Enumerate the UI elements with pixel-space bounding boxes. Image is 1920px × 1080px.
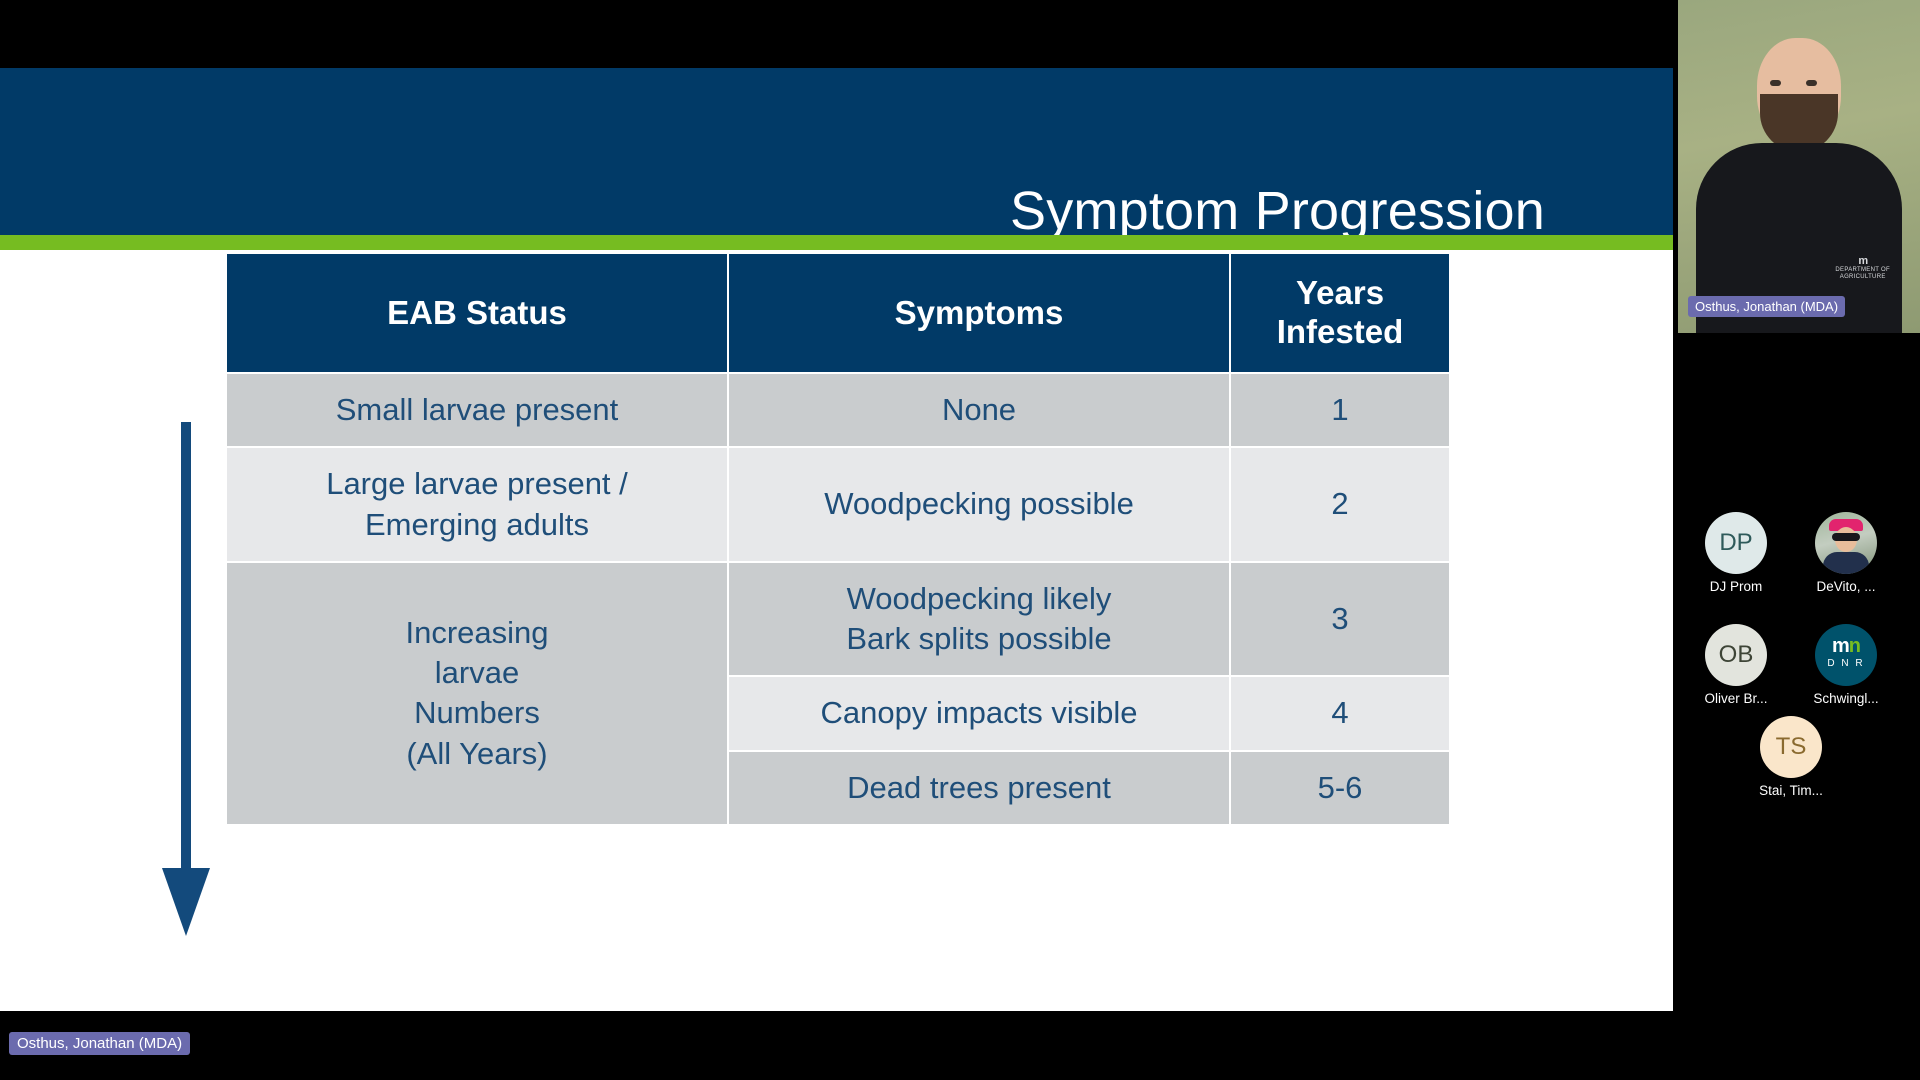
avatar: DP	[1705, 512, 1767, 574]
avatar-sunglasses-icon	[1832, 533, 1860, 541]
avatar: TS	[1760, 716, 1822, 778]
symptoms-3-line1: Woodpecking likely	[846, 580, 1112, 616]
cell-years-2: 2	[1231, 448, 1449, 561]
cell-years-3: 3	[1231, 562, 1449, 676]
grouped-status-line3: Numbers	[414, 695, 540, 731]
symptoms-3-line2: Bark splits possible	[846, 621, 1112, 657]
cell-years-4: 4	[1231, 677, 1449, 750]
active-speaker-label: Osthus, Jonathan (MDA)	[9, 1032, 191, 1055]
mda-logo-line2: AGRICULTURE	[1839, 274, 1886, 281]
mn-dnr-logo-icon: mn	[1831, 635, 1861, 657]
mda-logo-line1: DEPARTMENT OF	[1835, 267, 1890, 274]
cell-symptoms-3: Woodpecking likely Bark splits possible	[729, 562, 1229, 676]
column-header-eab-status: EAB Status	[227, 254, 727, 372]
participant-name: Schwingl...	[1813, 691, 1879, 706]
avatar: OB	[1705, 624, 1767, 686]
column-header-symptoms: Symptoms	[729, 254, 1229, 372]
cell-status-1: Small larvae present	[227, 374, 727, 447]
participant-tile-devito[interactable]: DeVito, ...	[1798, 512, 1894, 594]
cell-symptoms-1: None	[729, 374, 1229, 447]
cell-symptoms-2: Woodpecking possible	[729, 448, 1229, 561]
presenter-video-tile[interactable]: m DEPARTMENT OF AGRICULTURE Osthus, Jona…	[1678, 0, 1920, 333]
participant-tile-dj-prom[interactable]: DP DJ Prom	[1688, 512, 1784, 594]
table-row: Dead trees present 5-6	[227, 751, 1449, 825]
participant-name: Oliver Br...	[1704, 691, 1768, 706]
slide-title-banner: Symptom Progression	[0, 68, 1673, 241]
cell-status-2: Large larvae present / Emerging adults	[227, 448, 727, 561]
table-header-row: EAB Status Symptoms Years Infested	[227, 254, 1449, 372]
participant-tile-schwingl[interactable]: mn D N R Schwingl...	[1798, 624, 1894, 706]
participant-tile-oliver-br[interactable]: OB Oliver Br...	[1688, 624, 1784, 706]
grouped-status-line4: (All Years)	[406, 735, 548, 771]
cell-years-1: 1	[1231, 374, 1449, 447]
column-header-years-infested: Years Infested	[1231, 254, 1449, 372]
slide-letterbox-top	[0, 0, 1673, 68]
cell-symptoms-5: Dead trees present	[729, 751, 1229, 825]
participant-name: DJ Prom	[1709, 579, 1763, 594]
years-infested-line1: Years	[1295, 274, 1385, 312]
increasing-infestation-arrow-icon	[162, 422, 210, 936]
dnr-logo-text: D N R	[1827, 658, 1865, 669]
slide-title: Symptom Progression	[1010, 181, 1545, 241]
symptom-progression-table: EAB Status Symptoms Years Infested Small…	[225, 252, 1451, 826]
cell-symptoms-4: Canopy impacts visible	[729, 677, 1229, 750]
mda-logo-icon: m DEPARTMENT OF AGRICULTURE	[1835, 255, 1890, 281]
avatar-hat	[1829, 519, 1863, 531]
table-row: Large larvae present / Emerging adults W…	[227, 448, 1449, 561]
presenter-eye-right	[1806, 80, 1817, 86]
avatar-body	[1823, 552, 1869, 574]
avatar: mn D N R	[1815, 624, 1877, 686]
table-row: Small larvae present None 1	[227, 374, 1449, 447]
presenter-name-label: Osthus, Jonathan (MDA)	[1688, 296, 1846, 317]
cell-status-grouped: Increasing larvae Numbers (All Years)	[227, 562, 727, 825]
status-2-line2: Emerging adults	[364, 506, 589, 542]
table-row: Increasing larvae Numbers (All Years) Wo…	[227, 562, 1449, 825]
participant-name: Stai, Tim...	[1759, 783, 1823, 798]
table-row: Canopy impacts visible 4	[227, 677, 1449, 750]
slide-accent-bar	[0, 235, 1673, 250]
cell-years-5: 5-6	[1231, 751, 1449, 825]
years-infested-line2: Infested	[1276, 313, 1404, 350]
grouped-status-line2: larvae	[434, 655, 520, 691]
presenter-eye-left	[1770, 80, 1781, 86]
mda-logo-mark: m	[1858, 254, 1868, 267]
grouped-status-line1: Increasing	[405, 614, 549, 650]
participant-name: DeVito, ...	[1816, 579, 1876, 594]
participant-tile-stai-tim[interactable]: TS Stai, Tim...	[1743, 716, 1839, 798]
participants-rail: m DEPARTMENT OF AGRICULTURE Osthus, Jona…	[1673, 0, 1920, 1080]
avatar	[1815, 512, 1877, 574]
status-2-line1: Large larvae present /	[326, 466, 628, 502]
shared-slide: Symptom Progression EAB Status Symptoms …	[0, 0, 1673, 1011]
